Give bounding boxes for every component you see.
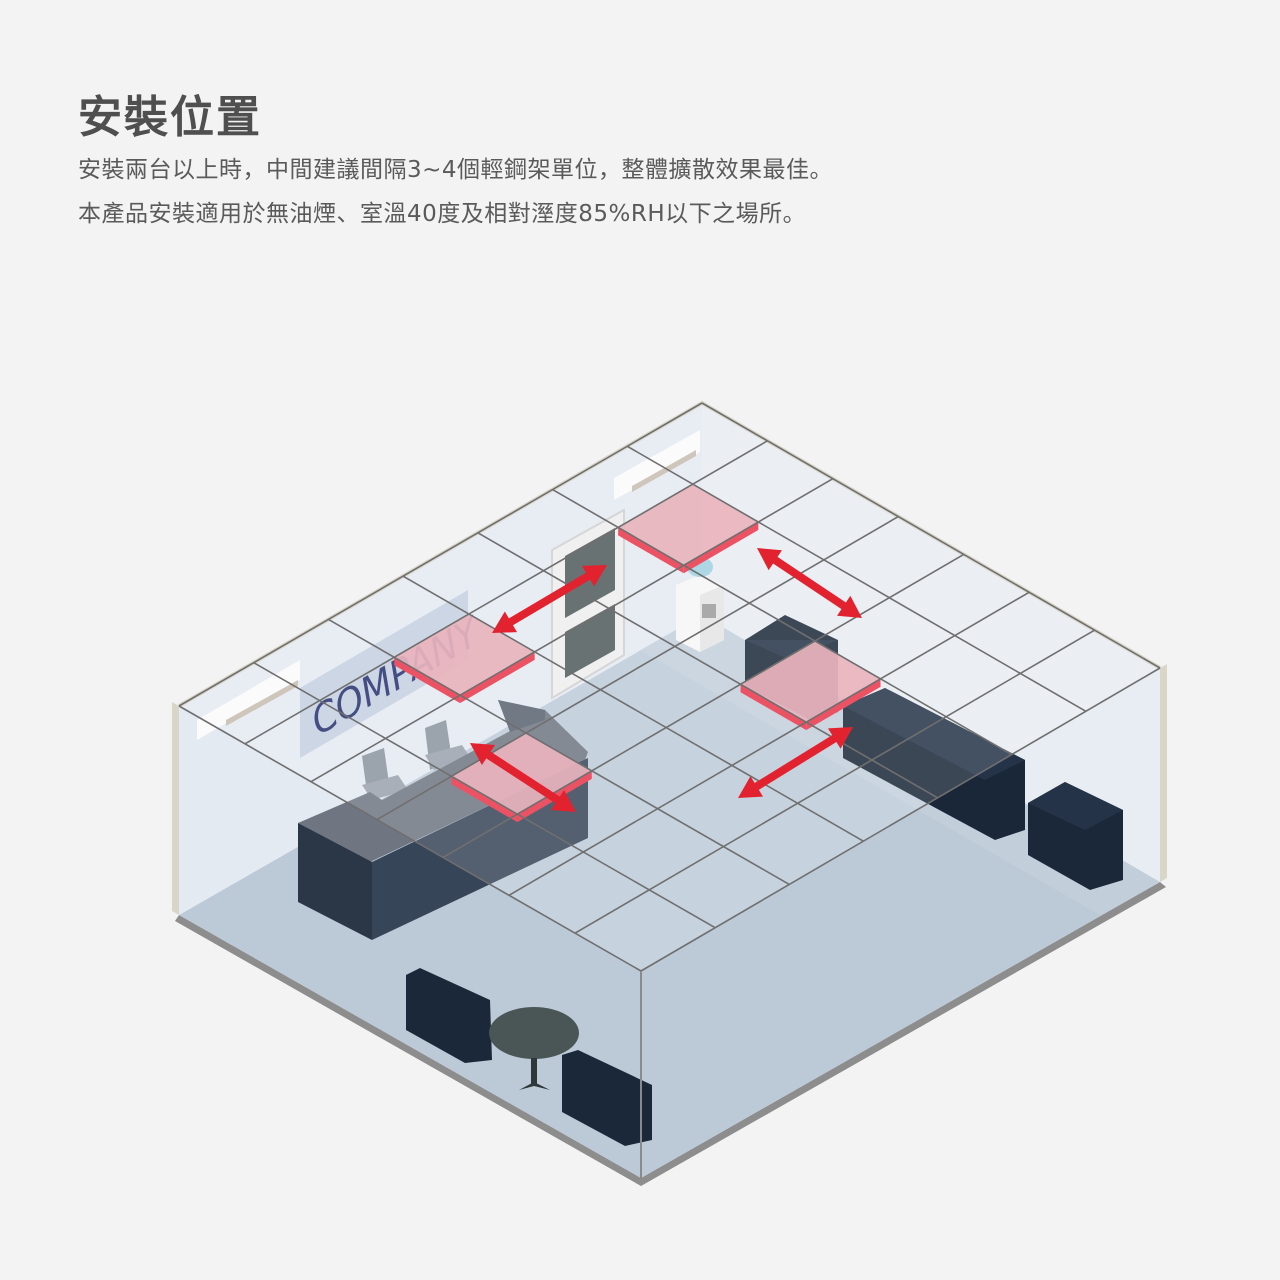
air-conditioner-back	[614, 430, 700, 500]
air-purifier-unit	[618, 484, 759, 574]
grid-line	[328, 618, 790, 886]
grid-line	[310, 478, 834, 783]
spacing-arrows	[470, 548, 863, 812]
ceiling-grid	[178, 402, 1161, 972]
grid-line	[178, 705, 642, 972]
grid-line	[640, 667, 1161, 972]
air-conditioner-left	[197, 660, 300, 740]
double-arrow-icon	[757, 548, 863, 619]
water-cooler	[676, 557, 724, 652]
grid-line	[701, 402, 1161, 669]
description: 安裝兩台以上時，中間建議間隔3~4個輕鋼架單位，整體擴散效果最佳。 本產品安裝適…	[78, 148, 833, 236]
grid-line	[477, 532, 938, 799]
header: 安裝位置 安裝兩台以上時，中間建議間隔3~4個輕鋼架單位，整體擴散效果最佳。 本…	[78, 88, 833, 236]
ceiling-plane	[179, 403, 1160, 971]
floor-base-edge-left	[175, 915, 641, 1186]
sofa	[843, 688, 1025, 840]
round-table	[489, 1007, 579, 1090]
back-right-wall	[702, 403, 1160, 882]
grid-line	[508, 591, 1030, 896]
grid-line	[574, 629, 1095, 934]
grid-line	[376, 515, 899, 821]
left-wall-edge	[172, 702, 179, 915]
air-purifier-units	[394, 484, 881, 823]
grid-line	[626, 445, 1087, 712]
description-line-environment: 本產品安裝適用於無油煙、室溫40度及相對溼度85%RH以下之場所。	[78, 201, 807, 227]
armchair-front-left	[406, 968, 492, 1063]
air-purifier-unit	[394, 614, 535, 704]
double-arrow-icon	[470, 743, 577, 812]
grid-line	[442, 553, 965, 859]
grid-line	[178, 402, 703, 707]
grid-line	[402, 575, 864, 842]
floor-base-edge-right	[641, 882, 1166, 1186]
double-arrow-icon	[492, 565, 607, 633]
description-line-spacing: 安裝兩台以上時，中間建議間隔3~4個輕鋼架單位，整體擴散效果最佳。	[78, 157, 834, 183]
armchair-front-right	[562, 1050, 652, 1146]
right-wall-edge	[1160, 664, 1167, 882]
grid-line	[552, 488, 1013, 756]
armchair-right	[1028, 782, 1123, 890]
grid-line	[244, 440, 768, 745]
page-title: 安裝位置	[78, 92, 262, 143]
air-purifier-unit	[740, 641, 881, 731]
double-arrow-icon	[738, 727, 853, 798]
grid-line	[253, 662, 716, 929]
